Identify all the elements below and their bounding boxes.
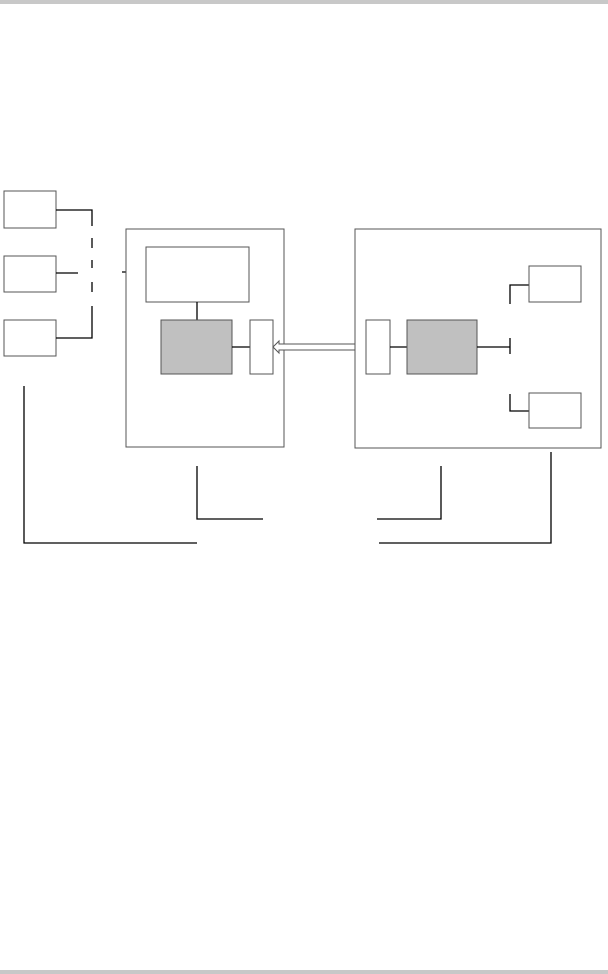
callout-inputs xyxy=(23,386,197,544)
bottom-rule xyxy=(0,970,608,974)
callout-right-enclosure xyxy=(377,466,442,520)
left-interface xyxy=(249,319,274,375)
callout-right-outer xyxy=(379,452,552,544)
left-processor xyxy=(160,319,233,375)
input-bracket-bottom xyxy=(56,306,93,339)
right-output-bracket-bottom xyxy=(509,394,529,412)
right-output-box-2 xyxy=(528,392,582,429)
input-bracket-top xyxy=(56,209,93,226)
left-interface-to-right-interface xyxy=(272,339,367,355)
right-output-box-1 xyxy=(528,265,582,303)
left-input-box-2 xyxy=(3,255,57,293)
callout-left-enclosure xyxy=(196,466,263,520)
top-rule xyxy=(0,0,608,4)
left-upper-module xyxy=(145,246,250,303)
right-output-bracket-top xyxy=(509,284,529,304)
left-input-box-1 xyxy=(3,190,57,229)
left-input-box-3 xyxy=(3,319,57,357)
right-interface xyxy=(365,319,391,375)
right-processor xyxy=(406,319,478,375)
